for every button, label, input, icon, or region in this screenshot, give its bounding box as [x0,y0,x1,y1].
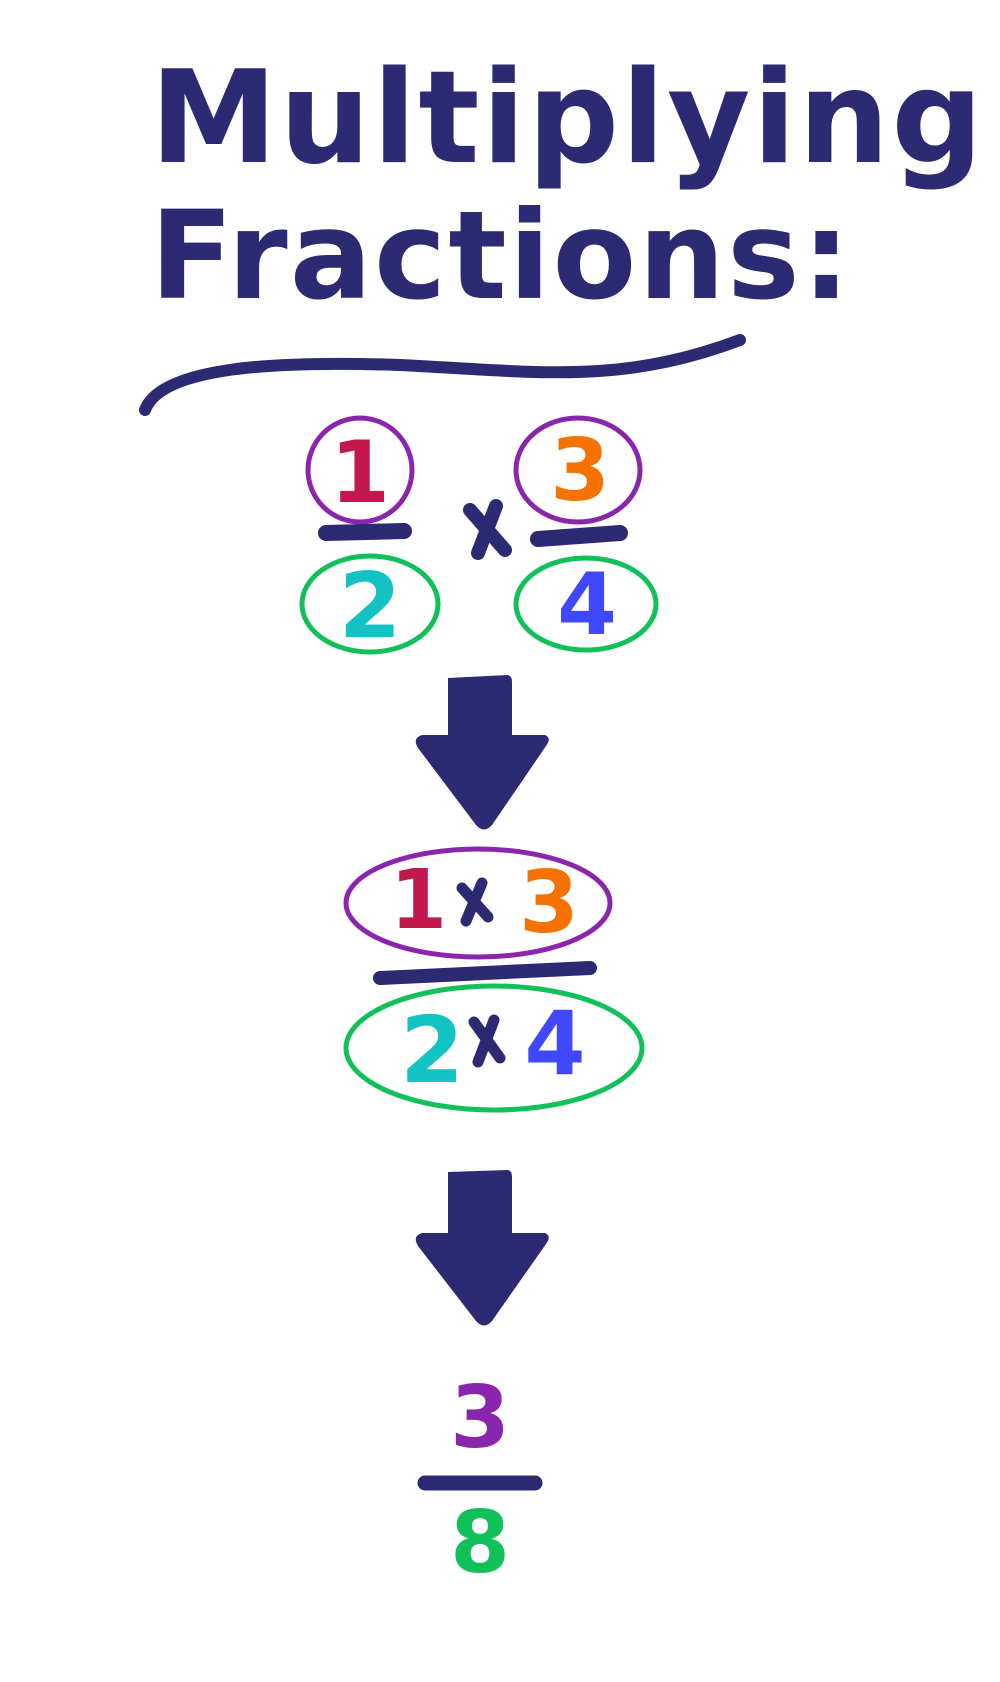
multiply-sign-3 [468,1014,506,1068]
fraction-b-numerator: 3 [550,421,610,521]
numerator-ellipse [343,846,613,960]
step2-numerator-left: 1 [390,853,448,948]
fraction-bar-step2 [373,961,597,985]
title-underline [139,334,746,416]
step2-denominator-left: 2 [399,997,464,1104]
numerator-circle-a [305,415,415,525]
fraction-a-denominator: 2 [338,554,402,659]
numerator-circle-b [513,415,643,525]
fraction-b-denominator: 4 [557,555,617,655]
fraction-bar-a [318,523,412,541]
multiply-sign-1 [463,499,512,560]
down-arrow-2 [415,1170,549,1326]
title-line-2: Fractions: [150,185,853,327]
fraction-bar-b [530,525,628,547]
step2-denominator-right: 4 [524,992,586,1095]
denominator-circle-b [513,555,659,653]
down-arrow-1 [415,675,549,830]
denominator-circle-a [299,553,441,655]
title-line-1: Multiplying [150,44,985,193]
denominator-ellipse [343,983,645,1113]
step2-numerator-right: 3 [519,853,579,953]
multiply-sign-2 [456,877,494,927]
result-denominator: 8 [450,1493,510,1593]
fraction-a-numerator: 1 [330,423,390,523]
result-numerator: 3 [450,1368,510,1468]
